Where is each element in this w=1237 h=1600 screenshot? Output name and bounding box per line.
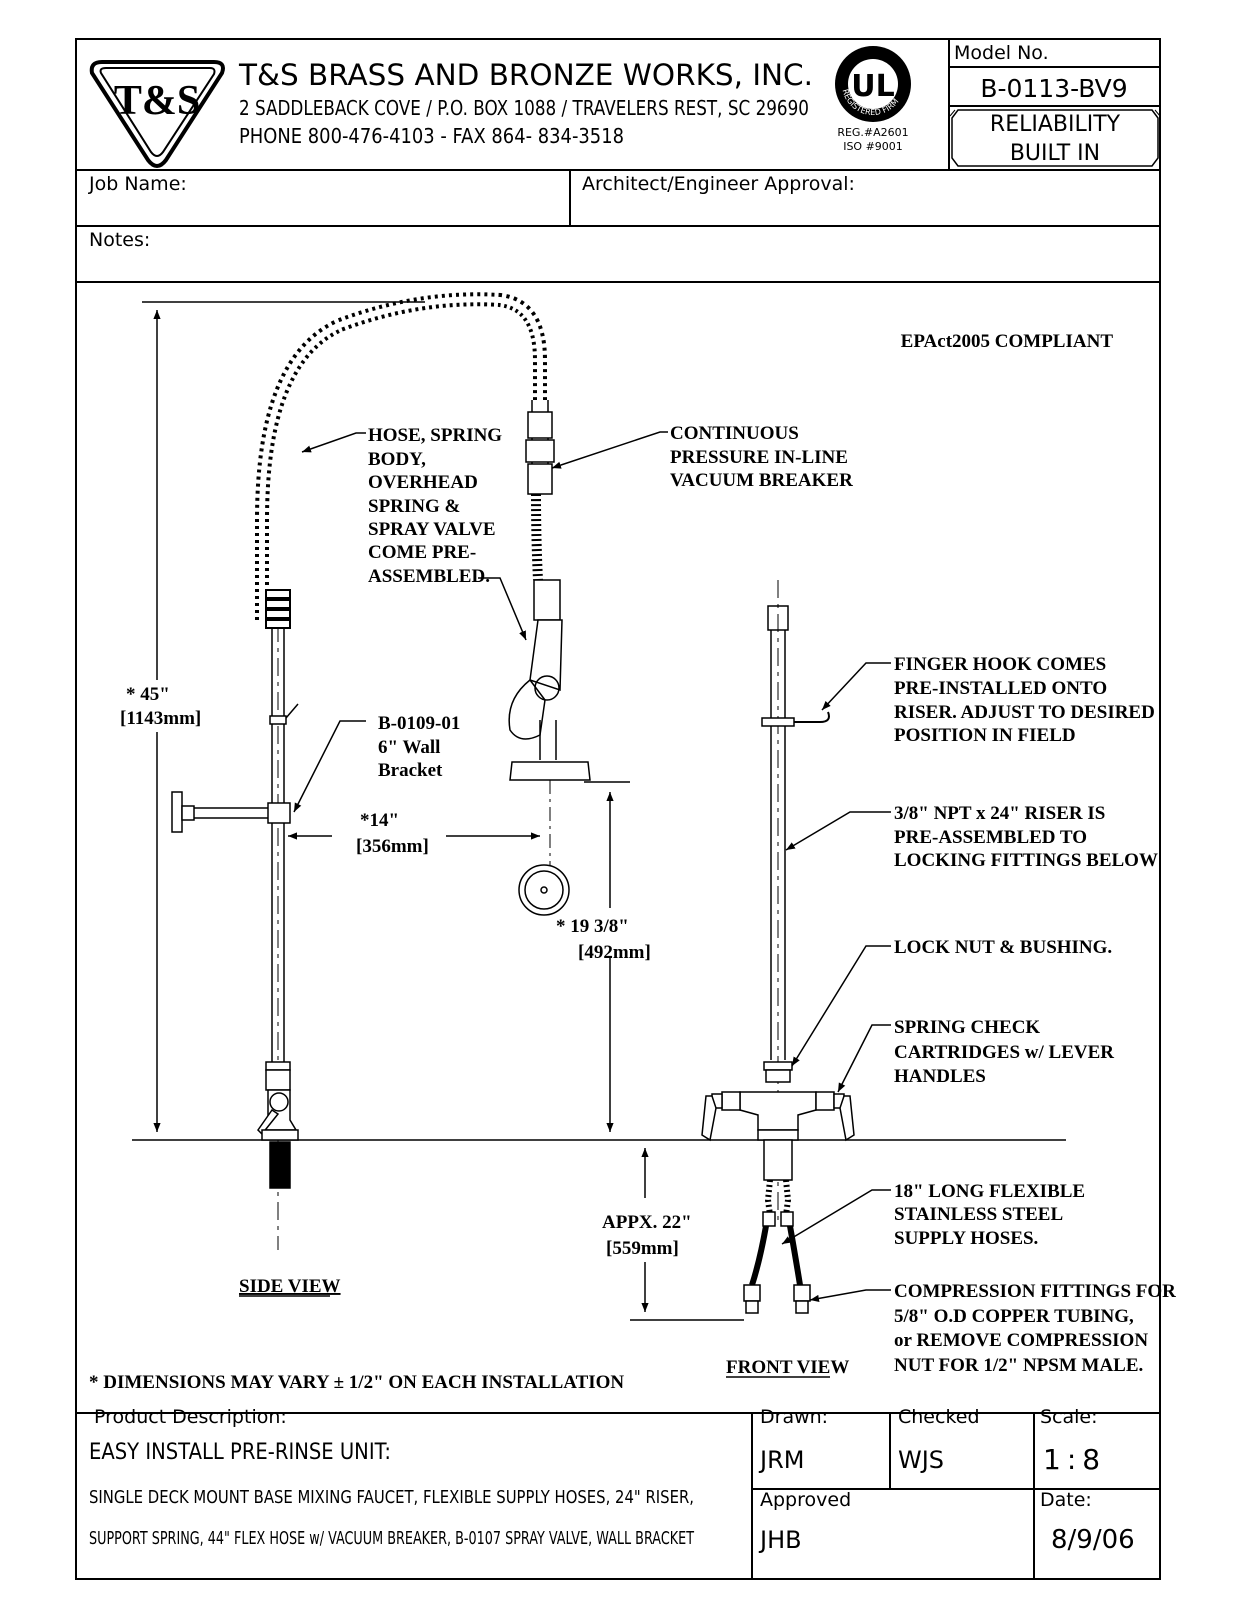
front-view-label: FRONT VIEW [726,1357,849,1378]
notes-label: Notes: [89,229,150,251]
drawing-callout-compression-0-text: COMPRESSION FITTINGS FOR [894,1281,1176,1302]
drawing-callout-riser-2-text: LOCKING FITTINGS BELOW [894,850,1158,871]
ul-certification-mark: UL REGISTERED FIRM [835,46,911,122]
drawing-callout-compression-3-text: NUT FOR 1/2" NPSM MALE. [894,1355,1143,1376]
drawing-callout-vacuum-0-text: CONTINUOUS [670,423,799,444]
drawing-callout-riser-0-text: 3/8" NPT x 24" RISER IS [894,803,1105,824]
dim-reach: *14" [360,810,399,831]
drawing-callout-hose-6-text: ASSEMBLED. [368,566,490,587]
drawn-label: Drawn: [760,1406,828,1428]
dimension-lines [142,301,744,1321]
architect-approval-label: Architect/Engineer Approval: [582,173,855,195]
product-line-1: SINGLE DECK MOUNT BASE MIXING FAUCET, FL… [89,1487,694,1508]
ul-mark: UL [851,69,894,104]
callout-leaders [293,431,891,1302]
checked-label: Checked [898,1406,980,1428]
drawing-callout-spring-1-text: CARTRIDGES w/ LEVER [894,1042,1114,1063]
model-label: Model No. [954,42,1049,64]
drawing-callout-bracket-2-text: Bracket [378,760,443,781]
drawing-callout-hose-3-text: SPRING & [368,496,460,517]
company-logo: T&S [89,60,225,168]
drawing-callout-hose-4-text: SPRAY VALVE [368,519,496,540]
drawing-callout-riser-1-text: PRE-ASSEMBLED TO [894,827,1087,848]
drawing-callout-compression-1-text: 5/8" O.D COPPER TUBING, [894,1306,1134,1327]
drawing-callout-hose-0-text: HOSE, SPRING [368,425,502,446]
callout-supply-hoses: 18" LONG FLEXIBLE STAINLESS STEEL SUPPLY… [894,1181,1085,1249]
date-value: 8/9/06 [1051,1525,1135,1555]
reliability-badge: RELIABILITY BUILT IN [949,109,1161,167]
drawing-callout-hoses-2-text: SUPPLY HOSES. [894,1228,1038,1249]
callout-finger-hook: FINGER HOOK COMES PRE-INSTALLED ONTO RIS… [894,654,1155,746]
dim-height: * 45" [126,684,170,705]
dim-below-mm: [559mm] [606,1238,679,1259]
drawing-callout-hose-2-text: OVERHEAD [368,472,478,493]
callout-wall-bracket: B-0109-01 6" Wall Bracket [378,713,460,781]
front-view-faucet [701,580,855,1314]
iso-number: ISO #9001 [843,140,903,153]
dimensions-footnote: * DIMENSIONS MAY VARY ± 1/2" ON EACH INS… [89,1372,624,1393]
product-line-2: SUPPORT SPRING, 44" FLEX HOSE w/ VACUUM … [89,1528,695,1549]
drawing-callout-spring-0-text: SPRING CHECK [894,1017,1040,1038]
dim-below: APPX. 22" [602,1212,692,1233]
logo-text: T&S [114,78,200,124]
side-view-label: SIDE VIEW [239,1276,341,1297]
callout-vacuum-breaker: CONTINUOUS PRESSURE IN-LINE VACUUM BREAK… [670,423,853,491]
date-label: Date: [1040,1489,1092,1511]
product-title: EASY INSTALL PRE-RINSE UNIT: [89,1440,391,1465]
reg-number: REG.#A2601 [837,126,908,139]
drawing-callout-hoses-1-text: STAINLESS STEEL [894,1204,1063,1225]
company-phone: PHONE 800-476-4103 - FAX 864- 834-3518 [239,124,624,148]
callout-hose-spring: HOSE, SPRING BODY, OVERHEAD SPRING & SPR… [368,425,502,587]
drawing-callout-vacuum-2-text: VACUUM BREAKER [670,470,853,491]
scale-label: Scale: [1040,1406,1098,1428]
drawing-callout-finger-3-text: POSITION IN FIELD [894,725,1076,746]
drawing-callout-hose-5-text: COME PRE- [368,542,476,563]
approved-value: JHB [758,1526,802,1554]
scale-value: 1:8 [1043,1443,1106,1476]
dim-height-mm: [1143mm] [120,708,201,729]
drawing-callout-vacuum-1-text: PRESSURE IN-LINE [670,447,848,468]
side-view-faucet [171,292,591,1250]
reliability-line2: BUILT IN [1010,141,1100,166]
reliability-line1: RELIABILITY [990,112,1121,137]
drawing-callout-locknut-0-text: LOCK NUT & BUSHING. [894,937,1112,958]
callout-riser: 3/8" NPT x 24" RISER IS PRE-ASSEMBLED TO… [894,803,1158,871]
drawing-callout-bracket-0-text: B-0109-01 [378,713,460,734]
drawn-value: JRM [758,1446,804,1474]
callout-spring-check: SPRING CHECK CARTRIDGES w/ LEVER HANDLES [894,1017,1114,1087]
drawing-callout-bracket-1-text: 6" Wall [378,737,440,758]
checked-value: WJS [898,1446,944,1474]
drawing-callout-hoses-0-text: 18" LONG FLEXIBLE [894,1181,1085,1202]
job-name-label: Job Name: [88,173,187,195]
callout-lock-nut: LOCK NUT & BUSHING. [894,937,1112,958]
callout-compression-fittings: COMPRESSION FITTINGS FOR 5/8" O.D COPPER… [894,1281,1176,1376]
model-number: B-0113-BV9 [980,74,1127,103]
product-description-label: Product Description: [94,1406,287,1428]
drawing-callout-hose-1-text: BODY, [368,449,426,470]
drawing-callout-spring-2-text: HANDLES [894,1066,986,1087]
drawing-callout-finger-2-text: RISER. ADJUST TO DESIRED [894,702,1155,723]
dim-reach-mm: [356mm] [356,836,429,857]
company-name: T&S BRASS AND BRONZE WORKS, INC. [238,58,813,92]
dim-spray-mm: [492mm] [578,942,651,963]
drawing-callout-compression-2-text: or REMOVE COMPRESSION [894,1330,1148,1351]
company-address: 2 SADDLEBACK COVE / P.O. BOX 1088 / TRAV… [239,96,809,120]
compliance-note: EPAct2005 COMPLIANT [901,331,1114,352]
title-block-frame [75,38,1161,1580]
dim-spray: * 19 3/8" [556,916,629,937]
drawing-callout-finger-0-text: FINGER HOOK COMES [894,654,1106,675]
drawing-callout-finger-1-text: PRE-INSTALLED ONTO [894,678,1107,699]
approved-label: Approved [760,1489,851,1511]
